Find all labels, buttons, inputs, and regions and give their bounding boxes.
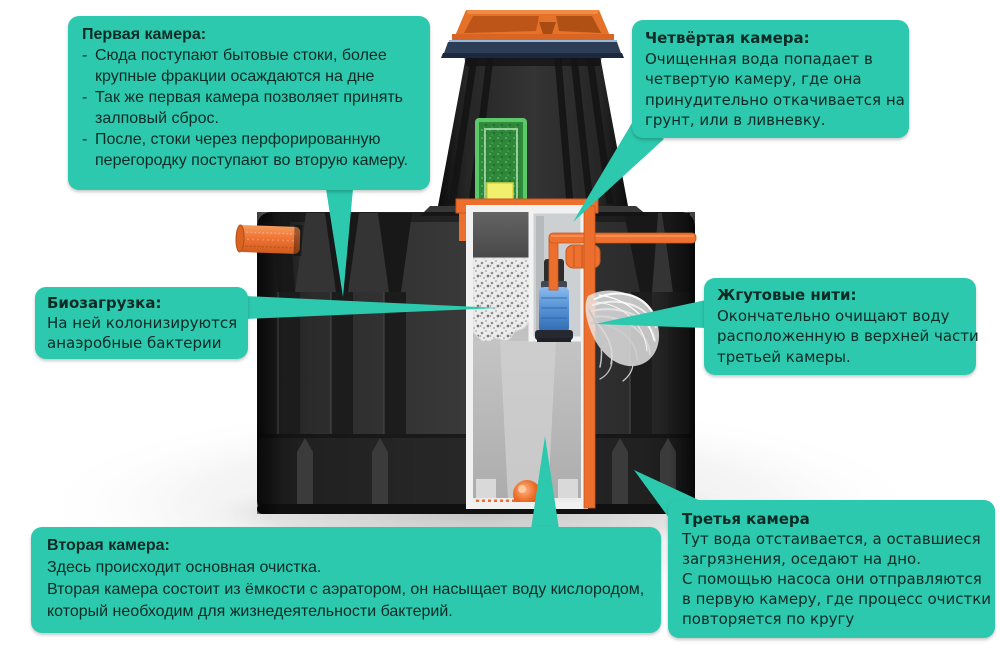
callout-line: четвертую камеру, где она bbox=[645, 70, 862, 88]
callout-line: крупные фракции осаждаются на дне bbox=[95, 68, 375, 85]
fiber-strands bbox=[585, 290, 660, 382]
callout-line: -Так же первая камера позволяет принять bbox=[82, 89, 404, 106]
callout-title: Четвёртая камера: bbox=[645, 29, 810, 47]
callout-line: анаэробные бактерии bbox=[47, 334, 222, 352]
callout-third-chamber: Третья камера Тут вода отстаивается, а о… bbox=[668, 500, 995, 638]
callout-line: залповый сброс. bbox=[95, 110, 219, 127]
callout-first-chamber: Первая камера: -Сюда поступают бытовые с… bbox=[68, 16, 430, 190]
bullet-dash: - bbox=[82, 89, 88, 106]
bullet-dash: - bbox=[82, 131, 88, 148]
tank-neck bbox=[420, 56, 648, 216]
pointer-first-chamber bbox=[326, 189, 353, 297]
callout-line: загрязнения, оседают на дно. bbox=[682, 550, 921, 568]
lid-seal-line bbox=[449, 40, 617, 43]
callout-line: На ней колонизируются bbox=[47, 314, 238, 332]
callout-line: Вторая камера состоит из ёмкости с аэрат… bbox=[47, 581, 645, 598]
lid-navy-rim bbox=[443, 42, 622, 56]
callout-line: повторяется по кругу bbox=[682, 610, 855, 628]
callout-line: расположенную в верхней части bbox=[717, 327, 979, 345]
callout-line: -Сюда поступают бытовые стоки, более bbox=[82, 47, 387, 64]
tank-lid bbox=[441, 10, 624, 58]
inlet-pipe bbox=[235, 224, 303, 257]
callout-title: Третья камера bbox=[682, 510, 810, 528]
pointer-fourth-chamber bbox=[573, 118, 664, 222]
callout-bio-media: Биозагрузка: На ней колонизируются анаэр… bbox=[35, 287, 248, 359]
bullet-dash: - bbox=[82, 47, 88, 64]
callout-second-chamber: Вторая камера: Здесь происходит основная… bbox=[31, 527, 661, 633]
callout-line: Тут вода отстаивается, а оставшиеся bbox=[682, 530, 981, 548]
callout-title: Вторая камера: bbox=[47, 537, 170, 554]
callout-fiber-strands: Жгутовые нити: Окончательно очищают воду… bbox=[704, 278, 979, 375]
pointer-bio-media bbox=[245, 296, 499, 319]
callout-line: Окончательно очищают воду bbox=[717, 306, 950, 325]
callout-line: который необходим для жизнедеятельности … bbox=[47, 603, 453, 620]
callout-title: Жгутовые нити: bbox=[717, 286, 857, 304]
riser-pipe bbox=[583, 205, 596, 509]
callout-title: Биозагрузка: bbox=[47, 294, 162, 312]
callout-line: -После, стоки через перфорированную bbox=[82, 131, 381, 148]
callout-line: в первую камеру, где процесс очистки bbox=[682, 590, 992, 608]
callout-fourth-chamber: Четвёртая камера: Очищенная вода попадае… bbox=[632, 20, 909, 138]
callout-line: грунт, или в ливневку. bbox=[645, 111, 826, 129]
pointer-second-chamber bbox=[531, 436, 559, 529]
cutaway-section bbox=[455, 198, 697, 509]
callout-line: принудительно откачивается на bbox=[645, 90, 905, 109]
pump-compartment bbox=[475, 118, 527, 208]
callout-title: Первая камера: bbox=[82, 26, 207, 43]
callout-line: третьей камеры. bbox=[717, 347, 851, 366]
callout-line: Очищенная вода попадает в bbox=[645, 49, 873, 68]
callout-line: Здесь происходит основная очистка. bbox=[47, 559, 322, 576]
callout-line: С помощью насоса они отправляются bbox=[682, 570, 982, 588]
bio-media bbox=[472, 257, 530, 343]
callout-line: перегородку поступают во вторую камеру. bbox=[95, 152, 408, 169]
pointer-fiber-strands bbox=[595, 300, 706, 328]
